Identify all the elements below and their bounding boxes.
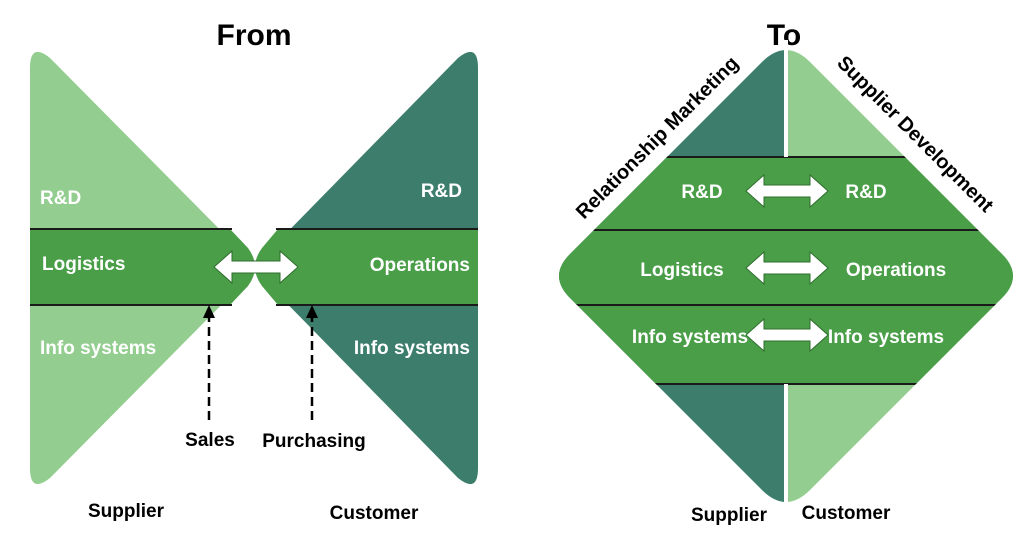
to-supplier-label: Supplier — [691, 505, 768, 526]
sales-arrowhead — [203, 305, 215, 318]
from-supplier-label: Supplier — [88, 501, 165, 522]
supplier-row-info: Info systems — [40, 338, 156, 359]
from-title: From — [217, 19, 292, 52]
to-row2-left: Logistics — [640, 260, 723, 281]
to-row1-right: R&D — [845, 182, 886, 203]
supplier-row-logistics: Logistics — [42, 254, 125, 275]
customer-row-info: Info systems — [354, 338, 470, 359]
sales-label: Sales — [185, 430, 235, 451]
to-row2-double-arrow — [745, 250, 829, 286]
purchasing-label: Purchasing — [262, 431, 365, 452]
to-row3-double-arrow — [745, 317, 829, 353]
to-row1-left: R&D — [681, 182, 722, 203]
to-row2-right: Operations — [846, 260, 946, 281]
from-customer-label: Customer — [330, 503, 419, 524]
purchasing-arrowhead — [306, 305, 318, 318]
to-customer-label: Customer — [802, 503, 891, 524]
customer-operations-band — [278, 229, 478, 305]
customer-row-operations: Operations — [370, 255, 470, 276]
to-row3-right: Info systems — [828, 327, 944, 348]
to-row3-left: Info systems — [632, 327, 748, 348]
customer-row-rd: R&D — [421, 181, 462, 202]
from-double-arrow — [213, 249, 299, 285]
to-diamond — [559, 50, 1013, 502]
supplier-row-rd: R&D — [40, 188, 81, 209]
supplier-logistics-band — [30, 229, 230, 305]
to-row1-double-arrow — [745, 173, 829, 209]
